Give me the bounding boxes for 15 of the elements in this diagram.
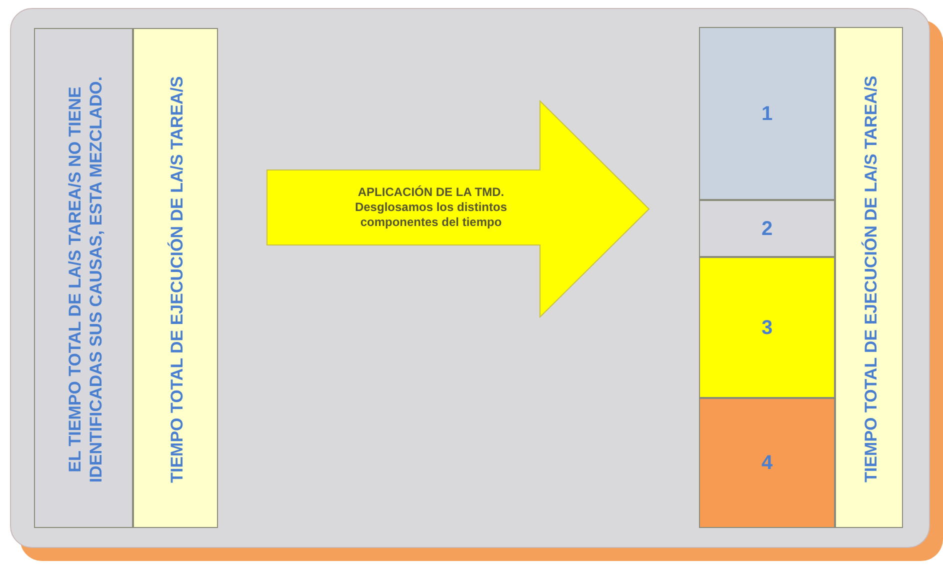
- segment-number: 4: [761, 451, 773, 476]
- arrow-label: APLICACIÓN DE LA TMD. Desglosamos los distintos componentes del tiempo: [354, 185, 508, 230]
- segment-number: 3: [761, 316, 773, 340]
- text-panel: [34, 28, 133, 528]
- vertical-label: TIEMPO TOTAL DE EJECUCIÓN DE LA/S TAREA/S: [166, 74, 187, 485]
- time-segment: [699, 200, 835, 257]
- time-segment: [699, 257, 835, 398]
- text-panel: [835, 27, 903, 528]
- time-segment: [699, 398, 835, 528]
- segment-number: 1: [761, 102, 773, 126]
- segment-number: 2: [761, 216, 773, 242]
- vertical-label: EL TIEMPO TOTAL DE LA/S TAREA/S NO TIENE IDENTIFICADAS SUS CAUSAS, ESTA MEZCLADO.: [64, 74, 106, 484]
- vertical-label: TIEMPO TOTAL DE EJECUCIÓN DE LA/S TAREA/S: [860, 74, 880, 484]
- time-segment: [699, 27, 835, 200]
- text-panel: [133, 28, 218, 528]
